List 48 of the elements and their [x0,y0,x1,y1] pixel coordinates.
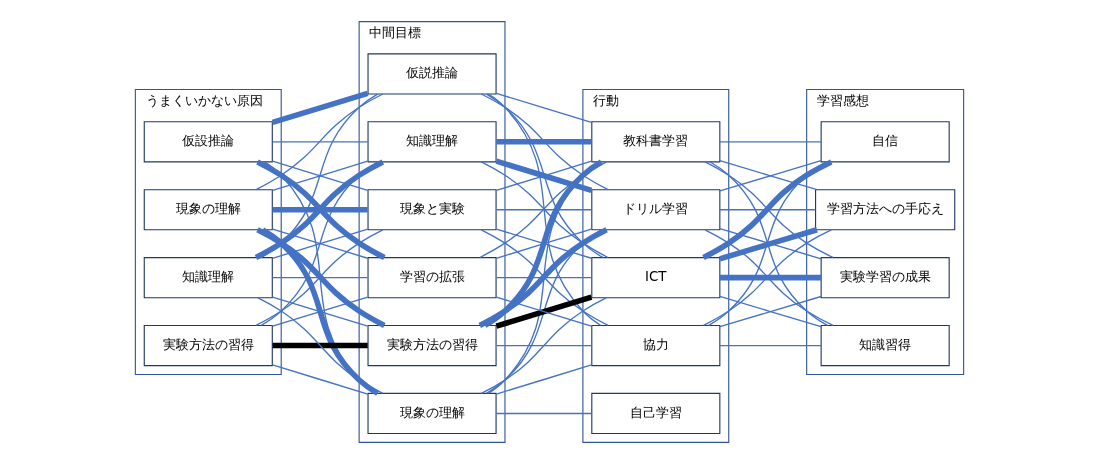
node-box: 現象と実験 [367,189,497,231]
connector [271,228,369,259]
connector [495,209,593,211]
connector [719,344,822,347]
node-box: 仮設推論 [143,121,273,163]
connector [272,206,368,213]
connector [272,342,368,349]
connector [271,141,369,143]
connector [271,90,369,126]
connector [719,295,822,328]
node-box: 実験学習の成果 [820,257,950,299]
node-box: 実験方法の習得 [143,324,273,367]
connector [495,92,593,124]
connector [271,296,369,327]
connector [495,276,593,279]
connector [483,159,603,328]
connector [719,209,817,211]
connector [480,93,609,191]
connector [487,93,602,327]
node-box: 協力 [591,324,721,367]
node-box: 自信 [820,121,950,163]
connector [261,227,379,396]
connector [485,93,604,259]
connector [480,297,608,395]
connector [495,412,593,415]
connector [255,93,384,191]
node-box: 知識理解 [367,121,497,163]
connector [495,364,593,395]
node-box: 現象の理解 [143,189,273,231]
connector [495,228,593,259]
connector [271,364,369,395]
node-box: 実験方法の習得 [367,324,497,367]
node-box: ICT [591,257,721,299]
node-box: 学習の拡張 [367,257,497,299]
connector [495,344,593,347]
node-box: 自己学習 [591,392,721,435]
node-box: 現象の理解 [367,392,497,435]
connector [719,141,822,143]
node-box: 教科書学習 [591,121,721,163]
node-box: 学習方法への手応え [815,189,956,231]
node-box: 知識習得 [820,324,950,367]
connector [256,297,384,395]
node-box: 仮説推論 [367,53,497,95]
connector [496,139,592,145]
connector [719,274,821,281]
node-box: ドリル学習 [591,189,721,231]
connector [271,276,369,279]
node-box: 知識理解 [143,257,273,299]
